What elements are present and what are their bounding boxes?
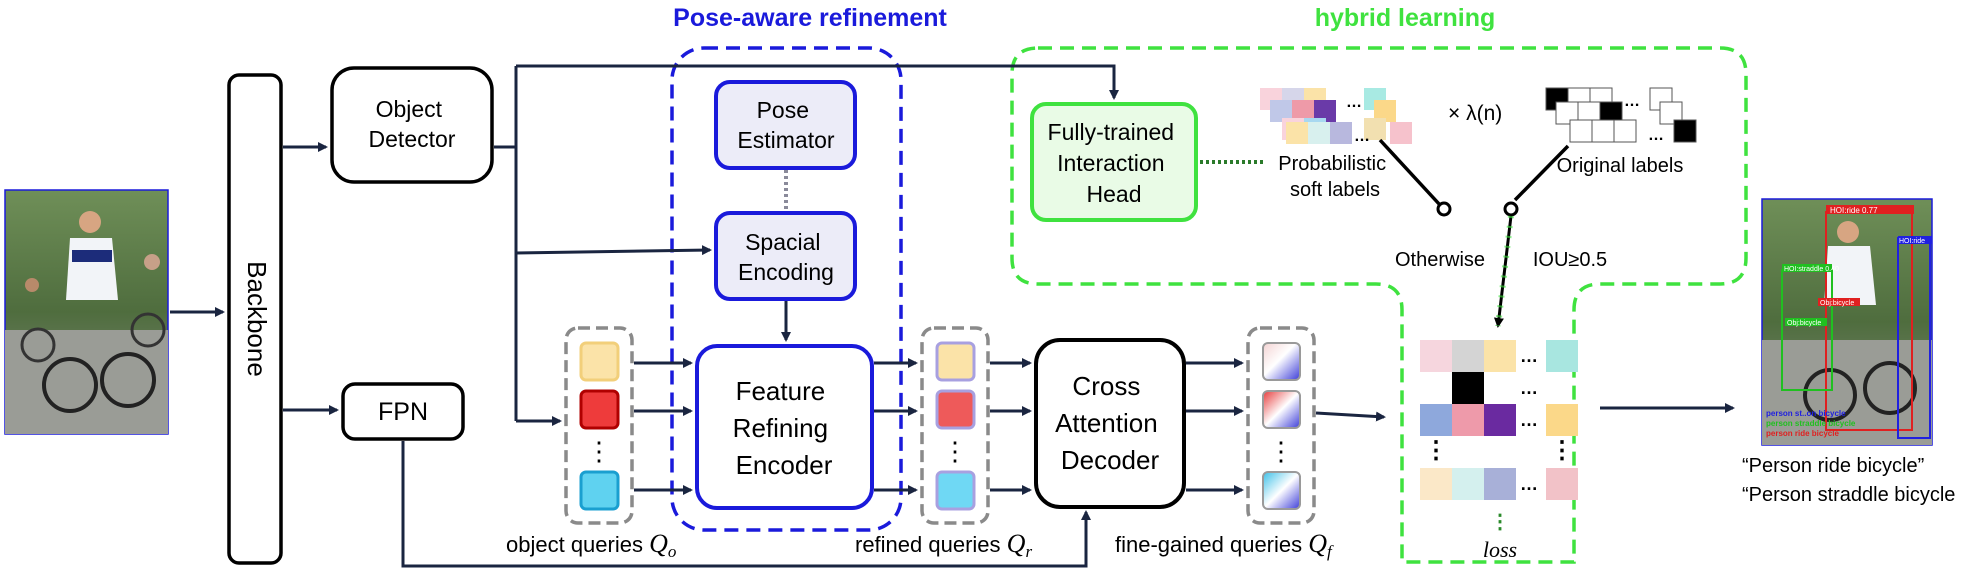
- matrix-vdots-2: ⋮: [1550, 437, 1574, 464]
- object-detector-block: [330, 66, 494, 184]
- det-obj-bicycle: Obj:bicycle: [1820, 300, 1854, 307]
- cross-attention-decoder-label: Cross Attention Decoder: [1055, 371, 1165, 475]
- matrix-to-loss-dots: ⋮: [1490, 511, 1510, 533]
- matrix-hdots-3: …: [1520, 410, 1538, 430]
- switch-contact-right: [1503, 201, 1519, 217]
- switch-contact-left: [1436, 201, 1452, 217]
- refined-query-1: [935, 341, 976, 382]
- soft-labels-hdots-1: …: [1346, 94, 1362, 111]
- det-caption-c: person ride bicycle: [1766, 429, 1839, 438]
- input-image: [4, 189, 169, 435]
- fine-query-1: [1262, 342, 1301, 381]
- pose-estimator-label: Pose Estimator: [737, 97, 834, 153]
- object-detector-label: Object Detector: [369, 96, 456, 152]
- object-query-2: [579, 389, 620, 430]
- fine-queries-dots: ⋮: [1268, 436, 1294, 466]
- fine-query-2: [1262, 390, 1301, 429]
- fine-queries-label: fine-gained queries Qf: [1115, 529, 1334, 561]
- spacial-encoding-block: [714, 211, 857, 301]
- det-hoi-straddle: HOI:straddle 0.40: [1784, 266, 1839, 273]
- fpn-block: [341, 382, 465, 441]
- spacial-encoding-label: Spacial Encoding: [738, 229, 834, 285]
- fine-to-matrix-arrow: [1315, 411, 1386, 422]
- otherwise-label: Otherwise: [1395, 249, 1485, 271]
- matrix-vdots-1: ⋮: [1424, 437, 1448, 464]
- hybrid-learning-region: [1010, 46, 1748, 564]
- det-hoi-ride-short: HOI:ride: [1899, 238, 1925, 245]
- original-labels-stack: … …: [1545, 87, 1697, 144]
- matrix-hdots-1: …: [1520, 346, 1538, 366]
- interaction-head-label: Fully-trained Interaction Head: [1048, 119, 1181, 207]
- det-obj-bicycle-2: Obj:bicycle: [1787, 320, 1821, 327]
- soft-labels-caption: Probabilistic soft labels: [1278, 153, 1391, 201]
- object-queries-dots: ⋮: [586, 436, 612, 466]
- soft-labels-hdots-2: …: [1354, 128, 1370, 145]
- times-lambda: × λ(n): [1448, 102, 1502, 125]
- switch-arm-left: [1378, 138, 1442, 207]
- matrix-hdots-4: …: [1520, 474, 1538, 494]
- detector-to-spacial-arrow: [515, 245, 712, 256]
- det-caption-a: person st..on bicycle: [1766, 409, 1846, 418]
- switch-to-matrix-arrow: [1493, 215, 1513, 328]
- det-hoi-ride: HOI:ride 0.77: [1830, 206, 1878, 215]
- fine-query-n: [1262, 471, 1301, 510]
- object-query-1: [579, 341, 620, 382]
- pose-aware-region: [670, 46, 903, 532]
- original-labels-caption: Original labels: [1557, 155, 1684, 177]
- iou-label: IOU≥0.5: [1533, 249, 1607, 271]
- detector-to-head-arrow: [516, 64, 1119, 100]
- interaction-head-block: [1030, 102, 1198, 222]
- original-labels-hdots-1: …: [1624, 93, 1640, 110]
- output-caption-2: “Person straddle bicycle: [1742, 484, 1955, 506]
- backbone-label: Backbone: [242, 261, 272, 377]
- matrix-hdots-2: …: [1520, 378, 1538, 398]
- refined-queries-dots: ⋮: [942, 436, 968, 466]
- pose-aware-title: Pose-aware refinement: [673, 4, 947, 32]
- loss-label: loss: [1483, 537, 1517, 562]
- switch-arm-right: [1513, 144, 1570, 202]
- object-queries-label: object queries Qo: [506, 529, 676, 561]
- det-caption-b: person straddle bicycle: [1766, 419, 1856, 428]
- fpn-label: FPN: [378, 398, 428, 426]
- label-matrix: … … … … ⋮ ⋮: [1420, 340, 1578, 500]
- cross-attention-decoder-block: [1034, 338, 1186, 509]
- pose-estimator-block: [714, 80, 857, 170]
- object-query-n: [579, 470, 620, 511]
- refined-query-2: [935, 389, 976, 430]
- fpn-to-decoder-arrow: [401, 441, 1091, 568]
- refined-query-n: [935, 470, 976, 511]
- hybrid-learning-title: hybrid learning: [1315, 4, 1496, 32]
- original-labels-hdots-2: …: [1648, 127, 1664, 144]
- feature-refining-encoder-label: Feature Refining Encoder: [733, 376, 836, 480]
- refined-queries-label: refined queries Qr: [855, 529, 1032, 561]
- output-image: HOI:ride 0.77 HOI:straddle 0.40 Obj:bicy…: [1761, 198, 1933, 446]
- backbone-block: [227, 73, 283, 565]
- output-caption-1: “Person ride bicycle”: [1742, 455, 1924, 477]
- soft-labels-stack: … …: [1260, 88, 1412, 145]
- feature-refining-encoder-block: [695, 344, 874, 510]
